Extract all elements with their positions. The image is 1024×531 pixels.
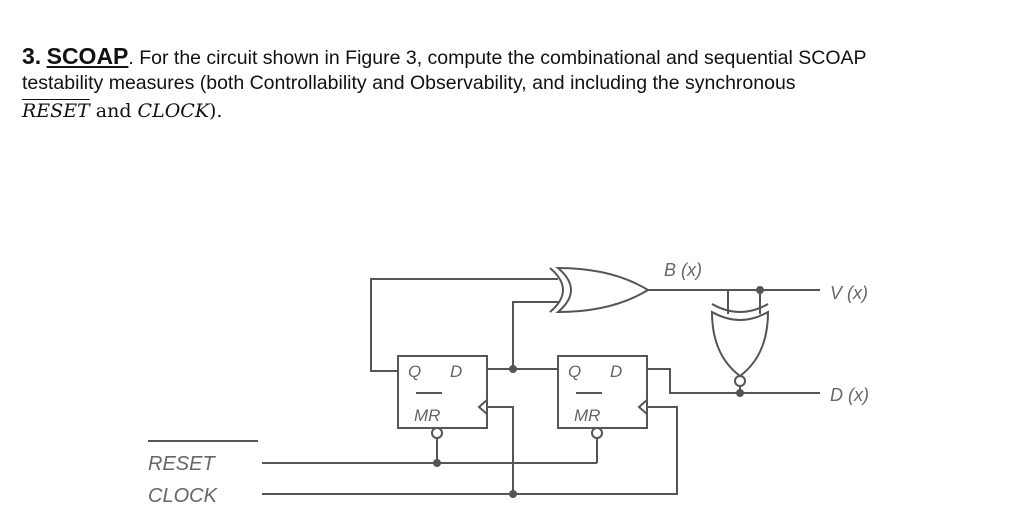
ff1-q-label: Q bbox=[408, 362, 421, 381]
clock-signal-label: CLOCK bbox=[148, 485, 219, 507]
question-line-3: RESET and CLOCK). bbox=[22, 96, 1007, 126]
ff1-mr-bubble bbox=[431, 427, 443, 439]
ff2-mr-bubble bbox=[591, 427, 603, 439]
xor-gate bbox=[555, 266, 650, 314]
flipflop-2 bbox=[557, 355, 648, 429]
clock-term: CLOCK bbox=[137, 100, 210, 122]
question-line-1: 3. SCOAP. For the circuit shown in Figur… bbox=[22, 44, 1007, 71]
clock-wire bbox=[262, 406, 678, 495]
d-signal-label: D (x) bbox=[830, 385, 869, 405]
v-signal-label: V (x) bbox=[830, 283, 868, 303]
reset-signal-label: RESET bbox=[148, 453, 216, 475]
ff2-d-output-wire bbox=[647, 368, 820, 394]
and-word: and bbox=[89, 100, 138, 122]
ff2-q-label: Q bbox=[568, 362, 581, 381]
junction-d-out bbox=[736, 389, 744, 397]
junction-clock bbox=[509, 490, 517, 498]
ff1-clock-wire bbox=[487, 406, 514, 494]
question-text-1: . For the circuit shown in Figure 3, com… bbox=[128, 47, 867, 69]
junction-ff1-d bbox=[509, 365, 517, 373]
ff2-clock-triangle bbox=[637, 399, 648, 415]
xor-lower-input-wire bbox=[512, 301, 558, 369]
ff1-clock-triangle bbox=[477, 399, 488, 415]
feedback-wire bbox=[370, 278, 558, 372]
b-signal-label: B (x) bbox=[664, 260, 702, 280]
xnor-gate bbox=[710, 310, 770, 378]
xnor-gate-input-arc bbox=[711, 303, 769, 313]
reset-term: RESET bbox=[22, 100, 90, 122]
junction-v-out bbox=[756, 286, 764, 294]
xnor-bubble bbox=[734, 375, 746, 387]
ff1-mr-label: MR bbox=[414, 406, 440, 425]
question-line-2: testability measures (both Controllabili… bbox=[22, 72, 796, 94]
junction-ff1-reset bbox=[433, 459, 441, 467]
question-number: 3. bbox=[22, 43, 42, 69]
ff2-d-label: D bbox=[610, 362, 622, 381]
xor-gate-input-arc bbox=[549, 267, 564, 313]
question-block: 3. SCOAP. For the circuit shown in Figur… bbox=[22, 44, 1007, 126]
flipflop-1 bbox=[397, 355, 488, 429]
question-title: SCOAP bbox=[46, 43, 129, 69]
ff2-mr-label: MR bbox=[574, 406, 600, 425]
ff1-d-label: D bbox=[450, 362, 462, 381]
closing-text: ). bbox=[209, 100, 223, 122]
